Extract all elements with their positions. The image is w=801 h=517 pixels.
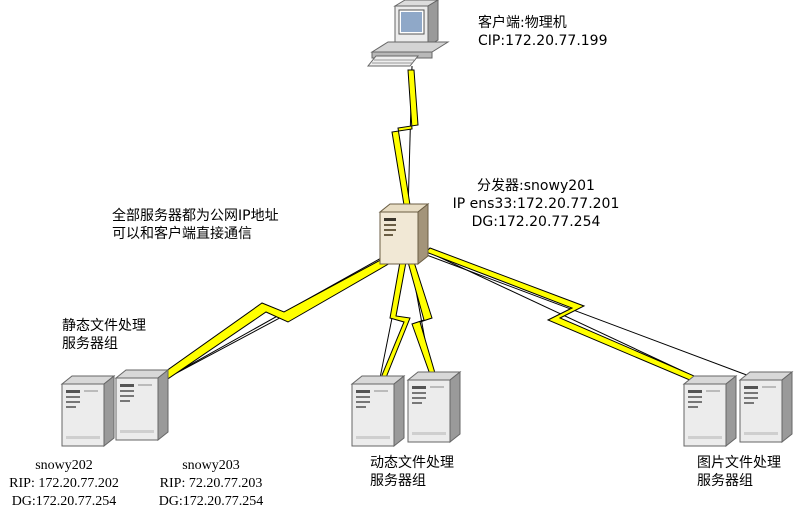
director-label: 分发器:snowy201 IP ens33:172.20.77.201 DG:1…: [440, 177, 632, 231]
image-server-1-icon: [683, 375, 737, 447]
snowy203-rip: RIP: 72.20.77.203: [159, 476, 263, 491]
static-group-subtitle: 服务器组: [62, 336, 118, 352]
image-group-label: 图片文件处理 服务器组: [697, 454, 781, 490]
snowy203-server-icon: [115, 369, 169, 441]
image-group-title: 图片文件处理: [697, 455, 781, 471]
snowy202-rip: RIP: 172.20.77.202: [9, 476, 119, 491]
note-line2: 可以和客户端直接通信: [112, 226, 252, 242]
note-line1: 全部服务器都为公网IP地址: [112, 208, 279, 224]
image-server-2-icon: [739, 371, 793, 443]
client-computer-icon: [366, 0, 450, 67]
static-group-title: 静态文件处理: [62, 318, 146, 334]
static-group-label: 静态文件处理 服务器组: [62, 317, 146, 353]
dynamic-group-label: 动态文件处理 服务器组: [370, 454, 454, 490]
snowy203-gateway: DG:172.20.77.254: [158, 494, 264, 509]
link-director-image: [423, 247, 761, 387]
dynamic-group-subtitle: 服务器组: [370, 473, 426, 489]
dynamic-group-title: 动态文件处理: [370, 455, 454, 471]
director-title: 分发器:snowy201: [477, 178, 595, 194]
dynamic-server-1-icon: [351, 375, 405, 447]
client-ip: CIP:172.20.77.199: [478, 33, 608, 49]
snowy202-gateway: DG:172.20.77.254: [11, 494, 117, 509]
dynamic-server-2-icon: [407, 371, 461, 443]
director-ip: IP ens33:172.20.77.201: [452, 196, 620, 212]
client-label: 客户端:物理机 CIP:172.20.77.199: [478, 14, 608, 50]
director-gateway: DG:172.20.77.254: [471, 214, 601, 230]
image-group-subtitle: 服务器组: [697, 473, 753, 489]
snowy202-label: snowy202 RIP: 172.20.77.202 DG:172.20.77…: [0, 457, 128, 511]
snowy202-name: snowy202: [35, 458, 93, 473]
snowy203-name: snowy203: [182, 458, 240, 473]
director-server-icon: [379, 203, 429, 265]
client-title: 客户端:物理机: [478, 15, 567, 31]
snowy203-label: snowy203 RIP: 72.20.77.203 DG:172.20.77.…: [148, 457, 274, 511]
link-director-dynamic: [379, 257, 438, 381]
snowy202-server-icon: [61, 375, 115, 447]
link-client-director: [391, 65, 419, 213]
note-label: 全部服务器都为公网IP地址 可以和客户端直接通信: [112, 207, 279, 243]
